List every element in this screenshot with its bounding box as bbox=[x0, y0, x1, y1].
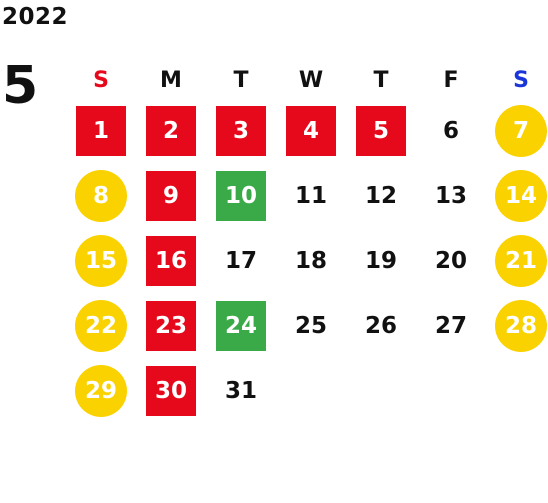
weekday-header: S bbox=[93, 67, 109, 93]
day-number-normal: 11 bbox=[294, 182, 327, 209]
weekday-header: F bbox=[443, 67, 459, 93]
day-cell: 25 bbox=[276, 293, 346, 358]
day-cell: 16 bbox=[136, 228, 206, 293]
day-cell bbox=[486, 358, 548, 423]
day-cell: 14 bbox=[486, 163, 548, 228]
day-cell bbox=[346, 358, 416, 423]
day-number-closed: 23 bbox=[146, 300, 196, 351]
day-number-normal: 25 bbox=[294, 312, 327, 339]
day-number-holiday: 21 bbox=[495, 234, 547, 287]
day-number-holiday: 7 bbox=[495, 104, 547, 157]
day-cell: 21 bbox=[486, 228, 548, 293]
day-cell: 29 bbox=[66, 358, 136, 423]
day-cell: 13 bbox=[416, 163, 486, 228]
day-number-normal: 26 bbox=[364, 312, 397, 339]
day-cell: 8 bbox=[66, 163, 136, 228]
day-cell: 31 bbox=[206, 358, 276, 423]
day-number-holiday: 29 bbox=[75, 364, 127, 417]
day-cell: 18 bbox=[276, 228, 346, 293]
day-cell: 4 bbox=[276, 98, 346, 163]
day-number-normal: 13 bbox=[434, 182, 467, 209]
day-number-closed: 16 bbox=[146, 235, 196, 286]
day-number-holiday: 15 bbox=[75, 234, 127, 287]
day-cell: 2 bbox=[136, 98, 206, 163]
day-cell: 20 bbox=[416, 228, 486, 293]
calendar-year: 2022 bbox=[2, 4, 69, 30]
day-cell: 5 bbox=[346, 98, 416, 163]
day-number-closed: 3 bbox=[216, 105, 266, 156]
day-cell: 12 bbox=[346, 163, 416, 228]
day-number-normal: 31 bbox=[224, 377, 257, 404]
day-cell: 15 bbox=[66, 228, 136, 293]
day-number-normal: 17 bbox=[224, 247, 257, 274]
weekday-header: T bbox=[233, 67, 249, 93]
day-number-holiday: 8 bbox=[75, 169, 127, 222]
day-number-normal: 19 bbox=[364, 247, 397, 274]
calendar-month: 5 bbox=[2, 56, 39, 116]
day-number-closed: 1 bbox=[76, 105, 126, 156]
day-cell: 1 bbox=[66, 98, 136, 163]
day-cell: 10 bbox=[206, 163, 276, 228]
day-number-special: 10 bbox=[216, 170, 266, 221]
weekday-header: W bbox=[298, 67, 324, 93]
day-cell: 3 bbox=[206, 98, 276, 163]
day-number-closed: 4 bbox=[286, 105, 336, 156]
day-cell: 26 bbox=[346, 293, 416, 358]
day-cell: 24 bbox=[206, 293, 276, 358]
day-cell: 17 bbox=[206, 228, 276, 293]
day-number-holiday: 28 bbox=[495, 299, 547, 352]
day-cell: 6 bbox=[416, 98, 486, 163]
day-cell: 27 bbox=[416, 293, 486, 358]
day-number-normal: 27 bbox=[434, 312, 467, 339]
day-number-normal: 6 bbox=[442, 117, 459, 144]
day-cell: 30 bbox=[136, 358, 206, 423]
day-cell: 28 bbox=[486, 293, 548, 358]
day-cell: 7 bbox=[486, 98, 548, 163]
day-number-normal: 18 bbox=[294, 247, 327, 274]
day-number-special: 24 bbox=[216, 300, 266, 351]
day-number-closed: 30 bbox=[146, 365, 196, 416]
weekday-header: T bbox=[373, 67, 389, 93]
weekday-header: M bbox=[160, 67, 182, 93]
day-number-closed: 2 bbox=[146, 105, 196, 156]
day-number-closed: 9 bbox=[146, 170, 196, 221]
day-cell: 9 bbox=[136, 163, 206, 228]
day-cell: 23 bbox=[136, 293, 206, 358]
day-cell: 22 bbox=[66, 293, 136, 358]
day-number-normal: 20 bbox=[434, 247, 467, 274]
day-cell bbox=[276, 358, 346, 423]
day-number-holiday: 14 bbox=[495, 169, 547, 222]
day-number-closed: 5 bbox=[356, 105, 406, 156]
day-number-normal: 12 bbox=[364, 182, 397, 209]
day-cell: 19 bbox=[346, 228, 416, 293]
day-cell: 11 bbox=[276, 163, 346, 228]
day-number-holiday: 22 bbox=[75, 299, 127, 352]
weekday-header: S bbox=[513, 67, 529, 93]
day-cell bbox=[416, 358, 486, 423]
